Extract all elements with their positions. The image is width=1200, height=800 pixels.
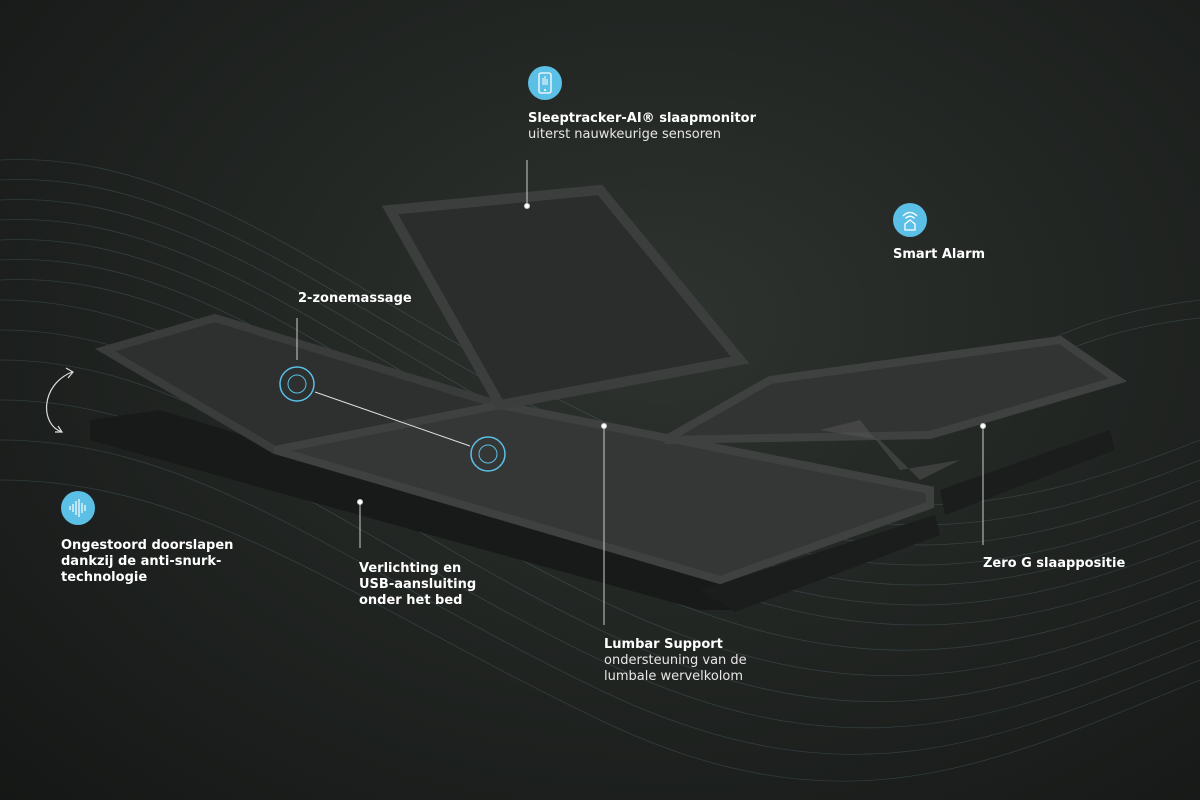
leader-lines [296,160,986,625]
annotation-title: Sleeptracker-AI® slaapmonitor [528,111,756,126]
annotation-lighting: Verlichting en USB-aansluiting onder het… [359,561,499,609]
annotation-title: 2-zonemassage [298,291,412,306]
bed-frame [90,410,1115,612]
phone-sensor-icon [528,66,562,100]
annotation-zero-g: Zero G slaappositie [983,556,1125,572]
wifi-home-icon [893,203,927,237]
annotation-subtitle: uiterst nauwkeurige sensoren [528,127,722,142]
annotation-smart-alarm: Smart Alarm [893,247,985,263]
annotation-massage: 2-zonemassage [298,291,412,307]
annotation-anti-snore: Ongestoord doorslapen dankzij de anti-sn… [61,538,246,586]
sound-wave-icon [61,491,95,525]
bed-surface [94,184,1128,585]
annotation-subtitle: ondersteuning van de lumbale wervelkolom [604,653,747,684]
annotation-lumbar: Lumbar Support ondersteuning van de lumb… [604,637,754,685]
annotation-title: Zero G slaappositie [983,556,1126,571]
rotate-arrow-icon [46,367,74,433]
annotation-title: Smart Alarm [893,247,986,262]
annotation-title: Ongestoord doorslapen dankzij de anti-sn… [61,538,234,585]
annotation-title: Verlichting en USB-aansluiting onder het… [359,561,477,608]
annotation-sleeptracker: Sleeptracker-AI® slaapmonitor uiterst na… [528,111,756,143]
annotation-title: Lumbar Support [604,637,723,652]
massage-zone-markers [279,366,506,472]
